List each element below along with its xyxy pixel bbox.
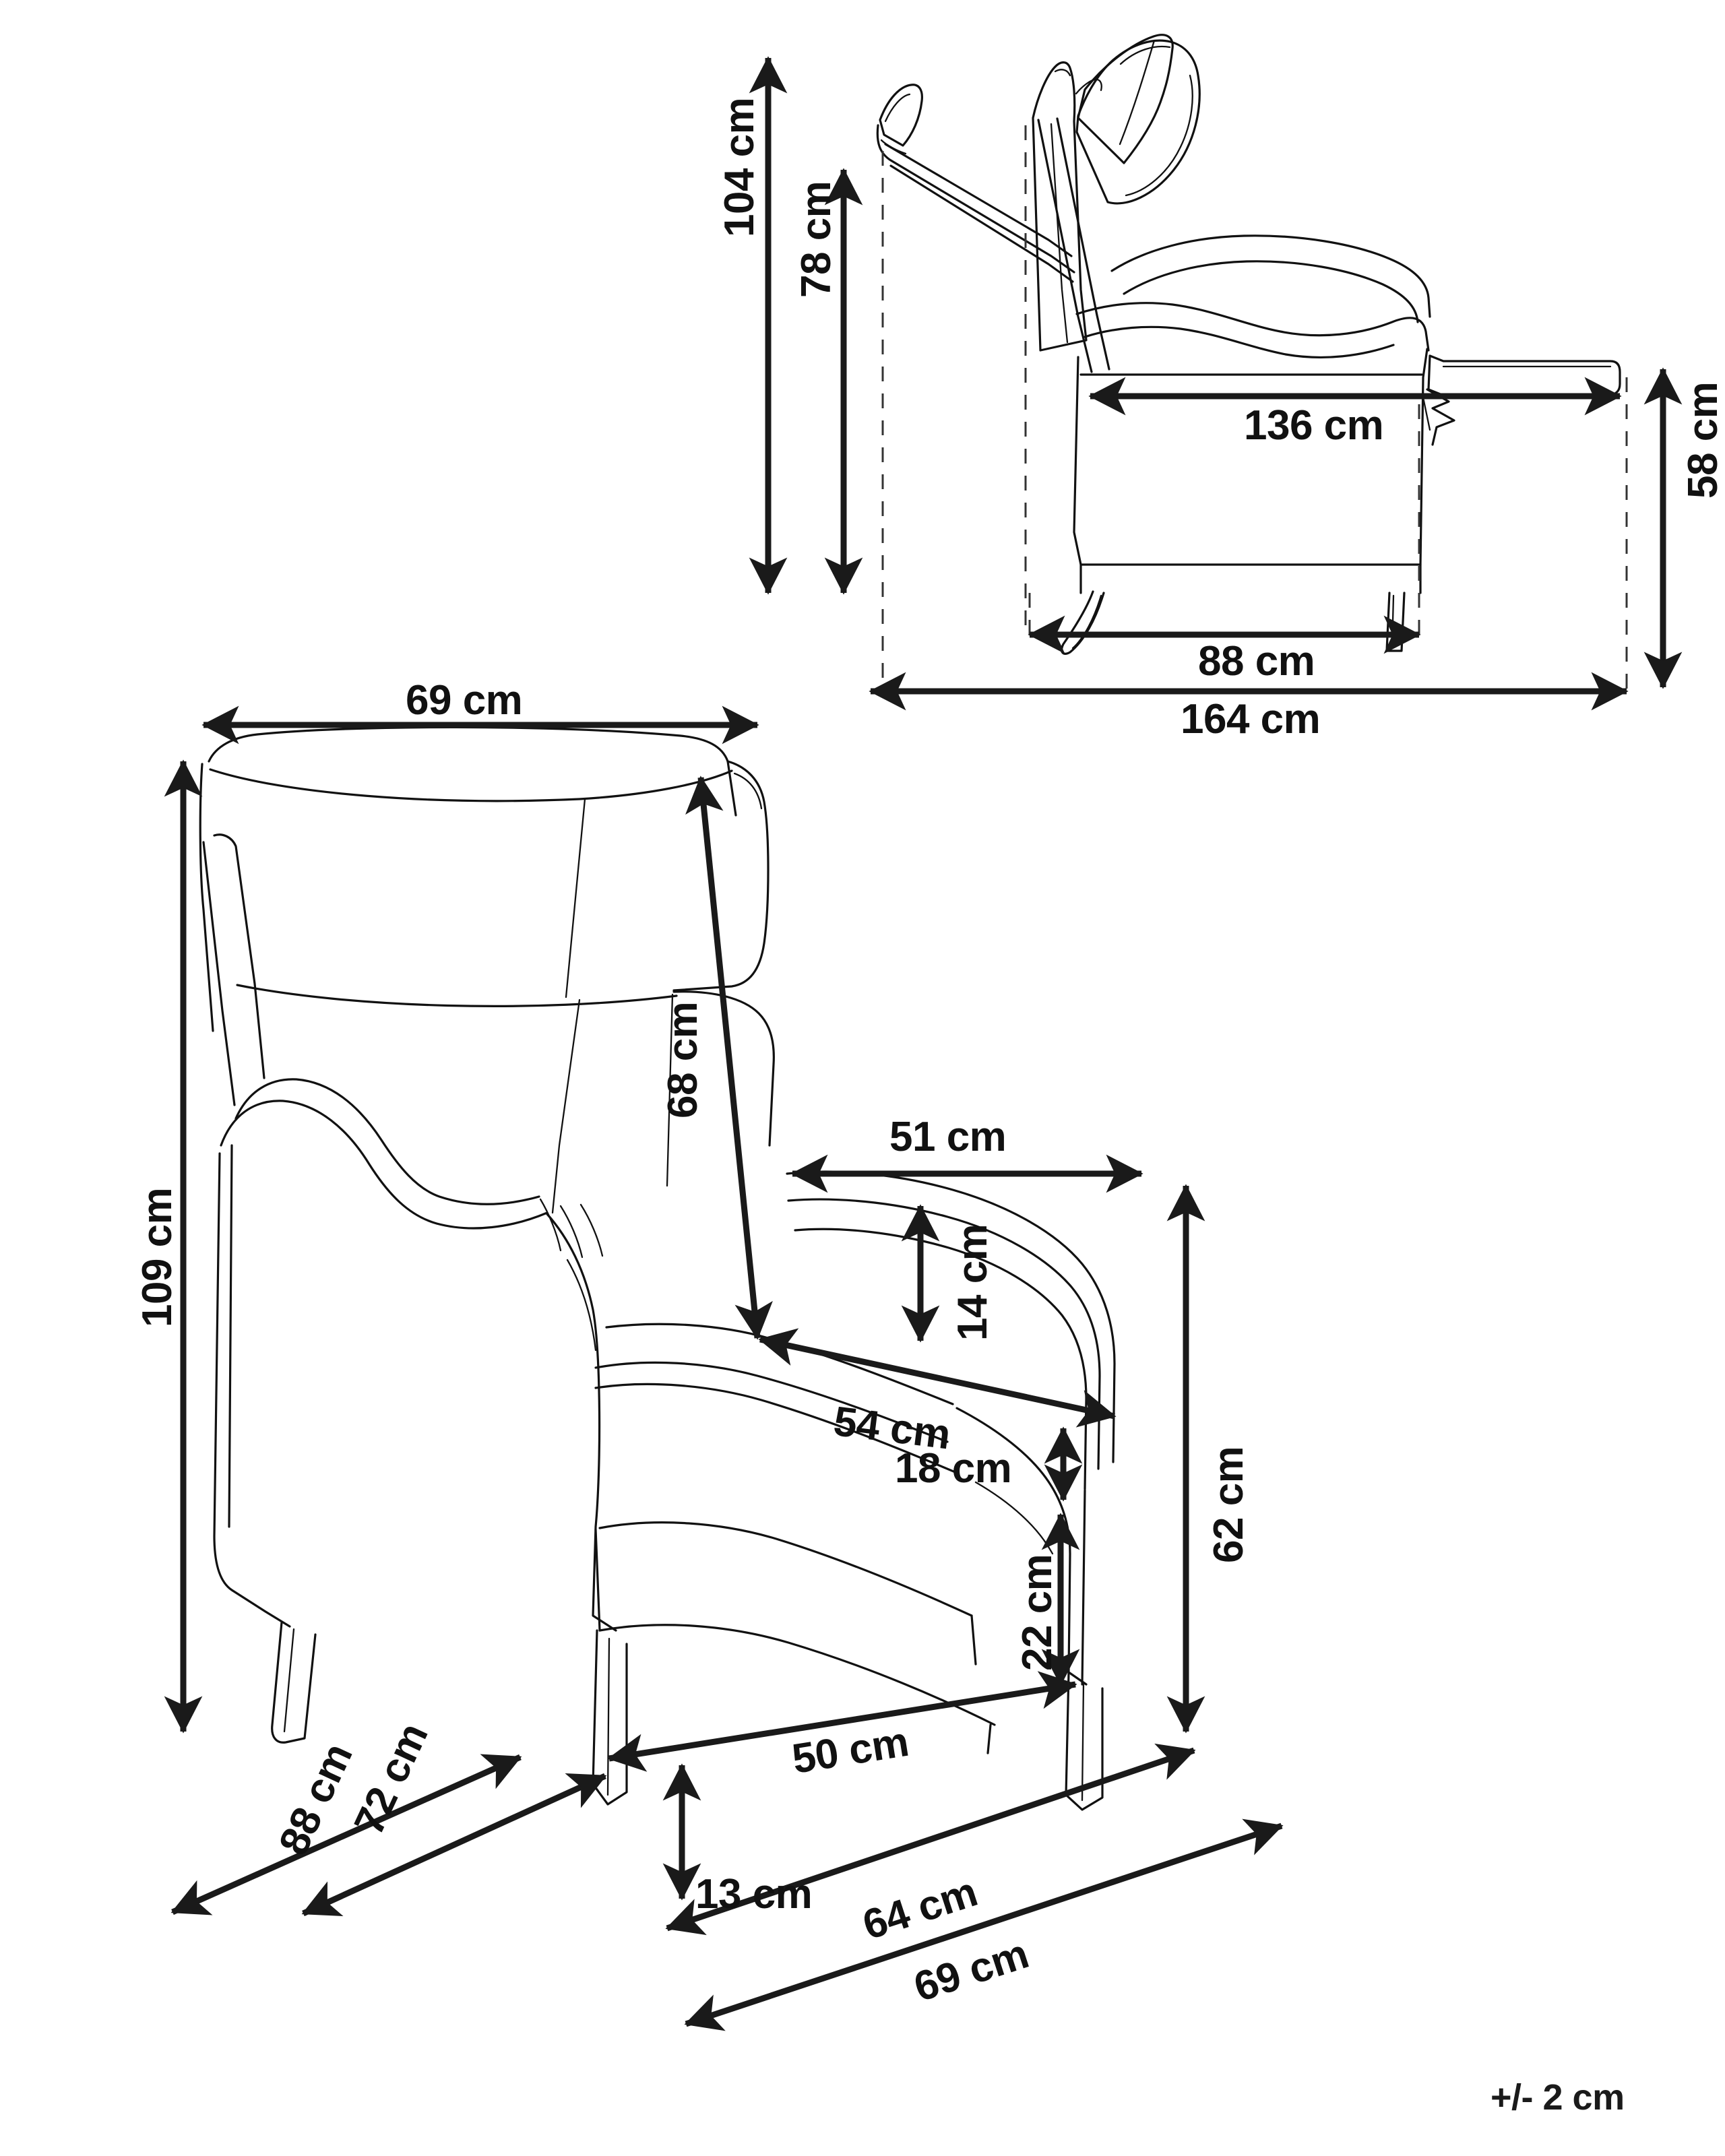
dimension-arrow-69cm-base bbox=[684, 1818, 1284, 2031]
tolerance-note: +/- 2 cm bbox=[1491, 2077, 1625, 2118]
label-69cm-top: 69 cm bbox=[406, 677, 523, 724]
label-22cm: 22 cm bbox=[1014, 1554, 1061, 1671]
label-104cm: 104 cm bbox=[716, 97, 763, 237]
side-view-chair-outline bbox=[876, 34, 1621, 655]
label-62cm: 62 cm bbox=[1205, 1446, 1252, 1563]
label-58cm: 58 cm bbox=[1680, 381, 1725, 499]
label-13cm: 13 cm bbox=[695, 1871, 813, 1917]
label-136cm: 136 cm bbox=[1244, 402, 1384, 449]
label-18cm: 18 cm bbox=[895, 1445, 1012, 1492]
label-78cm: 78 cm bbox=[793, 181, 840, 298]
label-109cm: 109 cm bbox=[134, 1187, 181, 1327]
label-164cm: 164 cm bbox=[1181, 696, 1321, 742]
label-14cm: 14 cm bbox=[949, 1224, 996, 1341]
dimension-arrow-88cm-base bbox=[170, 1754, 522, 1915]
label-68cm: 68 cm bbox=[660, 1001, 706, 1118]
side-view-dimension-arrows bbox=[749, 56, 1683, 711]
label-88cm-side: 88 cm bbox=[1198, 638, 1315, 685]
dimension-arrow-68cm bbox=[685, 775, 773, 1340]
dimension-arrow-54cm bbox=[758, 1328, 1117, 1428]
perspective-view-dimension-arrows bbox=[164, 705, 1284, 2031]
label-51cm: 51 cm bbox=[889, 1114, 1007, 1160]
